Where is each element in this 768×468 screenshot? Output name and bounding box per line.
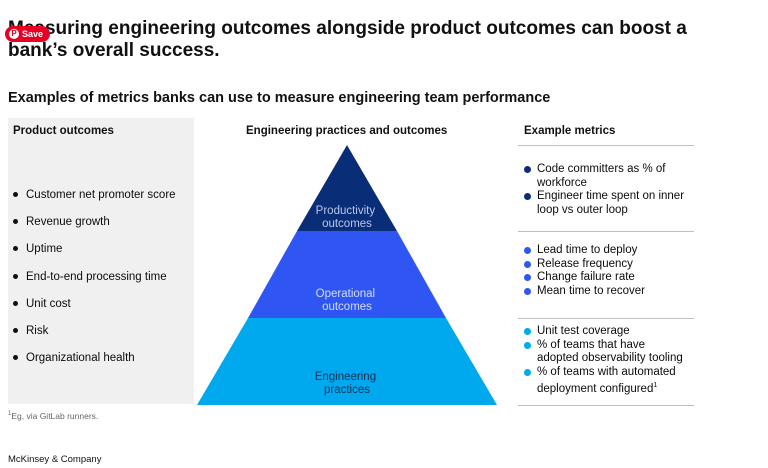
metrics-rule-bottom — [518, 405, 694, 406]
tier-label-line: Productivity — [316, 205, 376, 217]
bullet-icon — [13, 355, 18, 361]
list-item: % of teams that have adopted observabili… — [524, 339, 683, 366]
list-item: % of teams with automated deployment con… — [524, 366, 683, 397]
metrics-rule-top — [518, 145, 694, 146]
list-item: Uptime — [13, 241, 176, 268]
bullet-icon — [524, 341, 531, 349]
bullet-icon — [13, 219, 18, 225]
bullet-icon — [13, 300, 18, 306]
engineering-header: Engineering practices and outcomes — [246, 125, 448, 137]
tier-label-line: practices — [324, 384, 370, 396]
footnote-text: Eg, via GitLab runners. — [11, 411, 99, 421]
list-item: Code committers as % of workforce — [524, 163, 684, 190]
bullet-icon — [524, 274, 531, 281]
metrics-header: Example metrics — [524, 125, 616, 137]
metrics-rule-1 — [518, 231, 694, 232]
metrics-rule-2 — [518, 318, 694, 319]
list-item: End-to-end processing time — [13, 269, 176, 296]
pyramid-tier-productivity — [297, 145, 397, 231]
save-label: Save — [22, 29, 44, 39]
list-item: Risk — [13, 323, 176, 350]
product-outcomes-list: Customer net promoter score Revenue grow… — [13, 187, 176, 377]
brand-logo-text: McKinsey & Company — [8, 454, 102, 465]
list-item: Lead time to deploy — [524, 244, 645, 258]
tier-label-engineering: Engineering practices — [315, 371, 380, 396]
list-item: Unit test coverage — [524, 325, 683, 339]
bullet-icon — [13, 192, 18, 197]
exhibit-subtitle: Examples of metrics banks can use to mea… — [8, 90, 551, 106]
metrics-group-productivity: Code committers as % of workforce Engine… — [524, 163, 684, 217]
tier-label-line: Operational — [316, 288, 375, 300]
bullet-icon — [13, 273, 18, 279]
bullet-icon — [524, 287, 531, 295]
bullet-icon — [524, 328, 531, 335]
tier-label-line: outcomes — [322, 301, 372, 313]
list-item: Engineer time spent on inner loop vs out… — [524, 190, 684, 217]
footnote-marker: 1 — [8, 411, 12, 418]
list-item: Revenue growth — [13, 214, 176, 241]
footnote-marker: 1 — [653, 382, 658, 389]
list-item: Mean time to recover — [524, 285, 645, 299]
metrics-group-engineering: Unit test coverage % of teams that have … — [524, 325, 683, 396]
bullet-icon — [524, 193, 531, 200]
list-item: Release frequency — [524, 258, 645, 272]
bullet-icon — [13, 246, 18, 252]
bullet-icon — [524, 368, 531, 376]
metrics-group-operational: Lead time to deploy Release frequency Ch… — [524, 244, 645, 298]
pyramid-tier-operational — [248, 231, 446, 318]
tier-label-line: Engineering — [315, 371, 376, 383]
list-item: Change failure rate — [524, 271, 645, 285]
bullet-icon — [524, 166, 531, 173]
pinterest-icon: P — [9, 29, 19, 39]
pinterest-save-button[interactable]: P Save — [5, 26, 51, 42]
tier-label-operational: Operational outcomes — [316, 288, 379, 313]
tier-label-line: outcomes — [322, 218, 372, 230]
pyramid-tier-engineering — [197, 318, 497, 405]
bullet-icon — [524, 260, 531, 268]
list-item: Unit cost — [13, 296, 176, 323]
product-outcomes-panel — [8, 118, 194, 404]
headline: Measuring engineering outcomes alongside… — [8, 18, 687, 61]
product-outcomes-header: Product outcomes — [13, 125, 114, 137]
tier-label-productivity: Productivity outcomes — [316, 205, 379, 230]
footnote: 1Eg, via GitLab runners. — [8, 411, 98, 421]
list-item: Customer net promoter score — [13, 187, 176, 214]
bullet-icon — [13, 327, 18, 333]
list-item: Organizational health — [13, 350, 176, 377]
bullet-icon — [524, 247, 531, 254]
